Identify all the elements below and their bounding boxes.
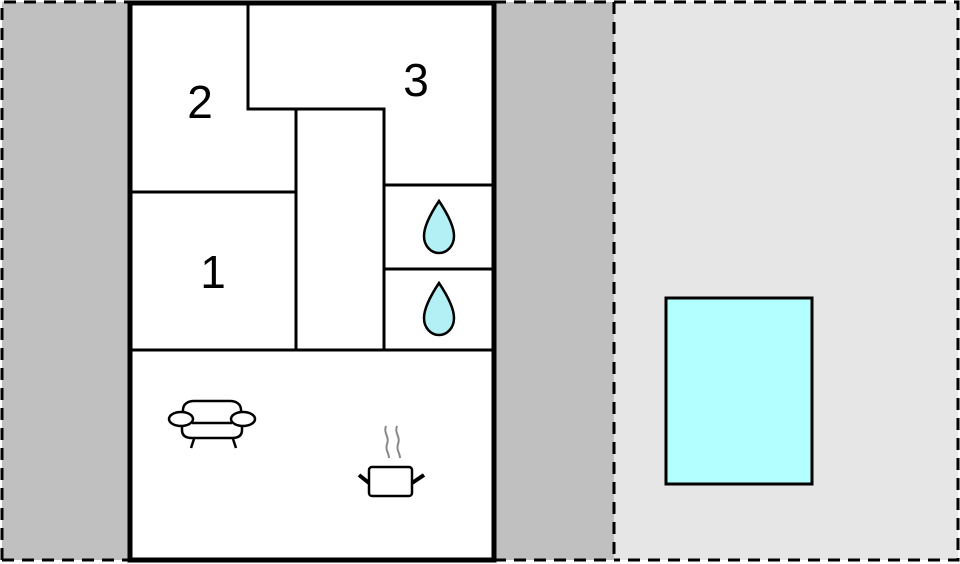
water-drop-icon bbox=[422, 280, 456, 337]
sofa-icon bbox=[167, 399, 257, 449]
terrace-right bbox=[494, 0, 616, 562]
room-2-label: 2 bbox=[187, 76, 213, 128]
room-1-label: 1 bbox=[200, 246, 226, 298]
room-3-label: 3 bbox=[403, 54, 429, 106]
pool bbox=[664, 296, 814, 486]
water-drop-icon bbox=[422, 198, 456, 255]
cooking-pot-icon bbox=[357, 425, 426, 498]
house bbox=[127, 0, 497, 563]
terrace-left bbox=[0, 0, 130, 562]
